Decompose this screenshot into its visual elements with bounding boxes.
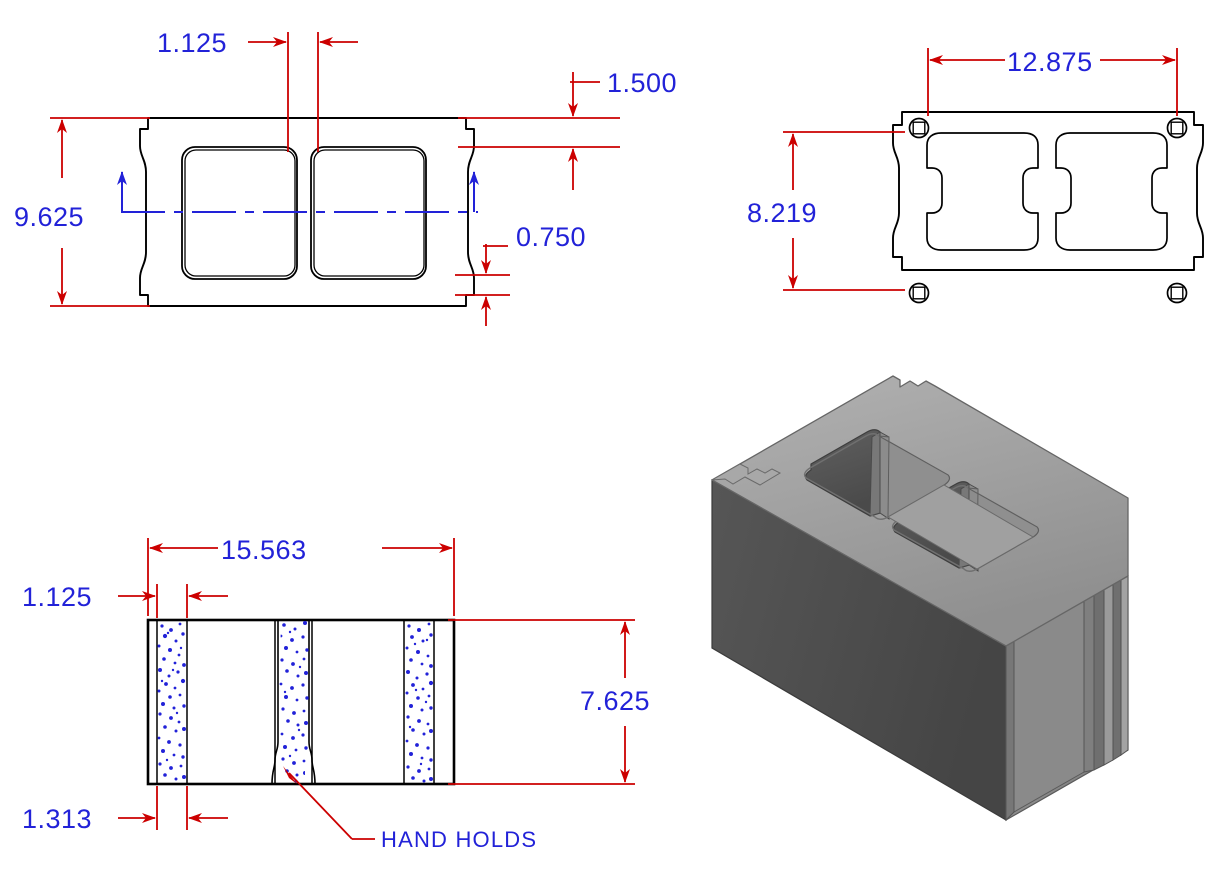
side-view-stipple-texture (157, 621, 434, 783)
front-elevation-view: 1.125 1.500 9.625 (14, 28, 677, 326)
dim-0-750-right-label: 0.750 (516, 222, 586, 252)
top-plan-view: 12.875 8.219 (747, 47, 1204, 304)
iso-right-recess-edge-2 (1083, 594, 1095, 773)
dim-1-313-bottom-label: 1.313 (22, 804, 92, 834)
iso-cavity-left-rib (879, 431, 890, 520)
dim-0-750-right: 0.750 (455, 222, 586, 326)
dim-1-125-top-label: 1.125 (157, 28, 227, 58)
iso-right-groove-3 (1112, 579, 1122, 761)
dim-1-313-bottom: 1.313 (22, 786, 228, 834)
dim-8-219-left: 8.219 (747, 131, 905, 291)
dim-9-625-left-label: 9.625 (14, 202, 84, 232)
dim-1-125-left-label: 1.125 (22, 582, 92, 612)
front-view-centerline (117, 171, 479, 213)
front-view-outline (139, 117, 475, 307)
iso-right-groove-2 (1103, 583, 1114, 766)
side-view-outline (146, 618, 456, 786)
dim-1-125-top: 1.125 (157, 28, 358, 152)
note-hand-holds-label: HAND HOLDS (381, 827, 537, 852)
dim-7-625-right: 7.625 (448, 619, 650, 785)
top-view-cell-left (926, 132, 1039, 251)
side-view-handhold-profile (271, 620, 279, 785)
iso-right-groove-1 (1093, 588, 1105, 771)
dim-15-563-top-label: 15.563 (221, 535, 307, 565)
iso-right-recess-edge (1005, 640, 1015, 822)
dim-15-563-top: 15.563 (147, 535, 455, 616)
iso-right-groove-4 (1120, 575, 1129, 756)
dim-1-500-right: 1.500 (458, 68, 677, 190)
dim-1-125-left: 1.125 (22, 582, 228, 618)
top-view-outline (892, 111, 1204, 271)
dim-1-500-right-label: 1.500 (607, 68, 677, 98)
iso-cavity-left-wall (869, 431, 881, 517)
top-view-corner-holes (908, 117, 1188, 304)
dim-7-625-right-label: 7.625 (580, 686, 650, 716)
dim-12-875-top-label: 12.875 (1007, 47, 1093, 77)
dim-8-219-left-label: 8.219 (747, 198, 817, 228)
isometric-view (711, 375, 1129, 822)
iso-top-web (887, 484, 1034, 570)
dim-9-625-left: 9.625 (14, 117, 150, 307)
note-hand-holds: HAND HOLDS (283, 766, 537, 852)
side-section-view: 15.563 1.125 7.625 (22, 535, 650, 852)
iso-top-notch-left (711, 463, 782, 486)
dim-12-875-top: 12.875 (927, 47, 1178, 116)
side-view-handhold-profile-2 (308, 620, 316, 785)
top-view-cell-right (1055, 132, 1168, 251)
